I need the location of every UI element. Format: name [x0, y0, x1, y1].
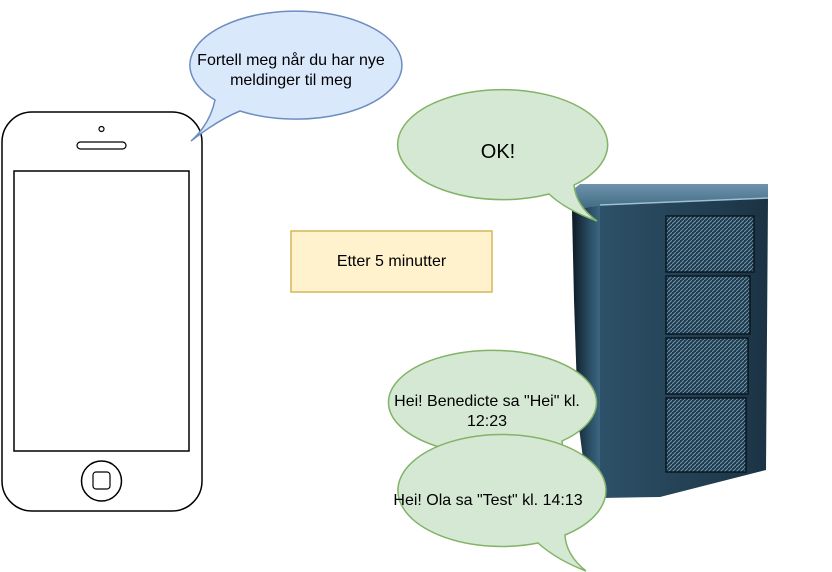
benedicte-bubble-text: Hei! Benedicte sa "Hei" kl. 12:23 — [394, 393, 580, 430]
delay-note-box — [290, 230, 493, 293]
request-bubble-text: Fortell meg når du har nye meldinger til… — [197, 52, 385, 89]
ok-bubble-text: OK! — [480, 140, 516, 163]
request-bubble — [189, 10, 403, 142]
ola-bubble — [397, 433, 607, 572]
server-rack-icon — [570, 184, 769, 498]
ok-bubble — [396, 88, 609, 222]
ola-bubble-text: Hei! Ola sa "Test" kl. 14:13 — [393, 492, 583, 509]
delay-note-text: Etter 5 minutter — [336, 252, 447, 270]
smartphone-icon — [1, 111, 203, 512]
